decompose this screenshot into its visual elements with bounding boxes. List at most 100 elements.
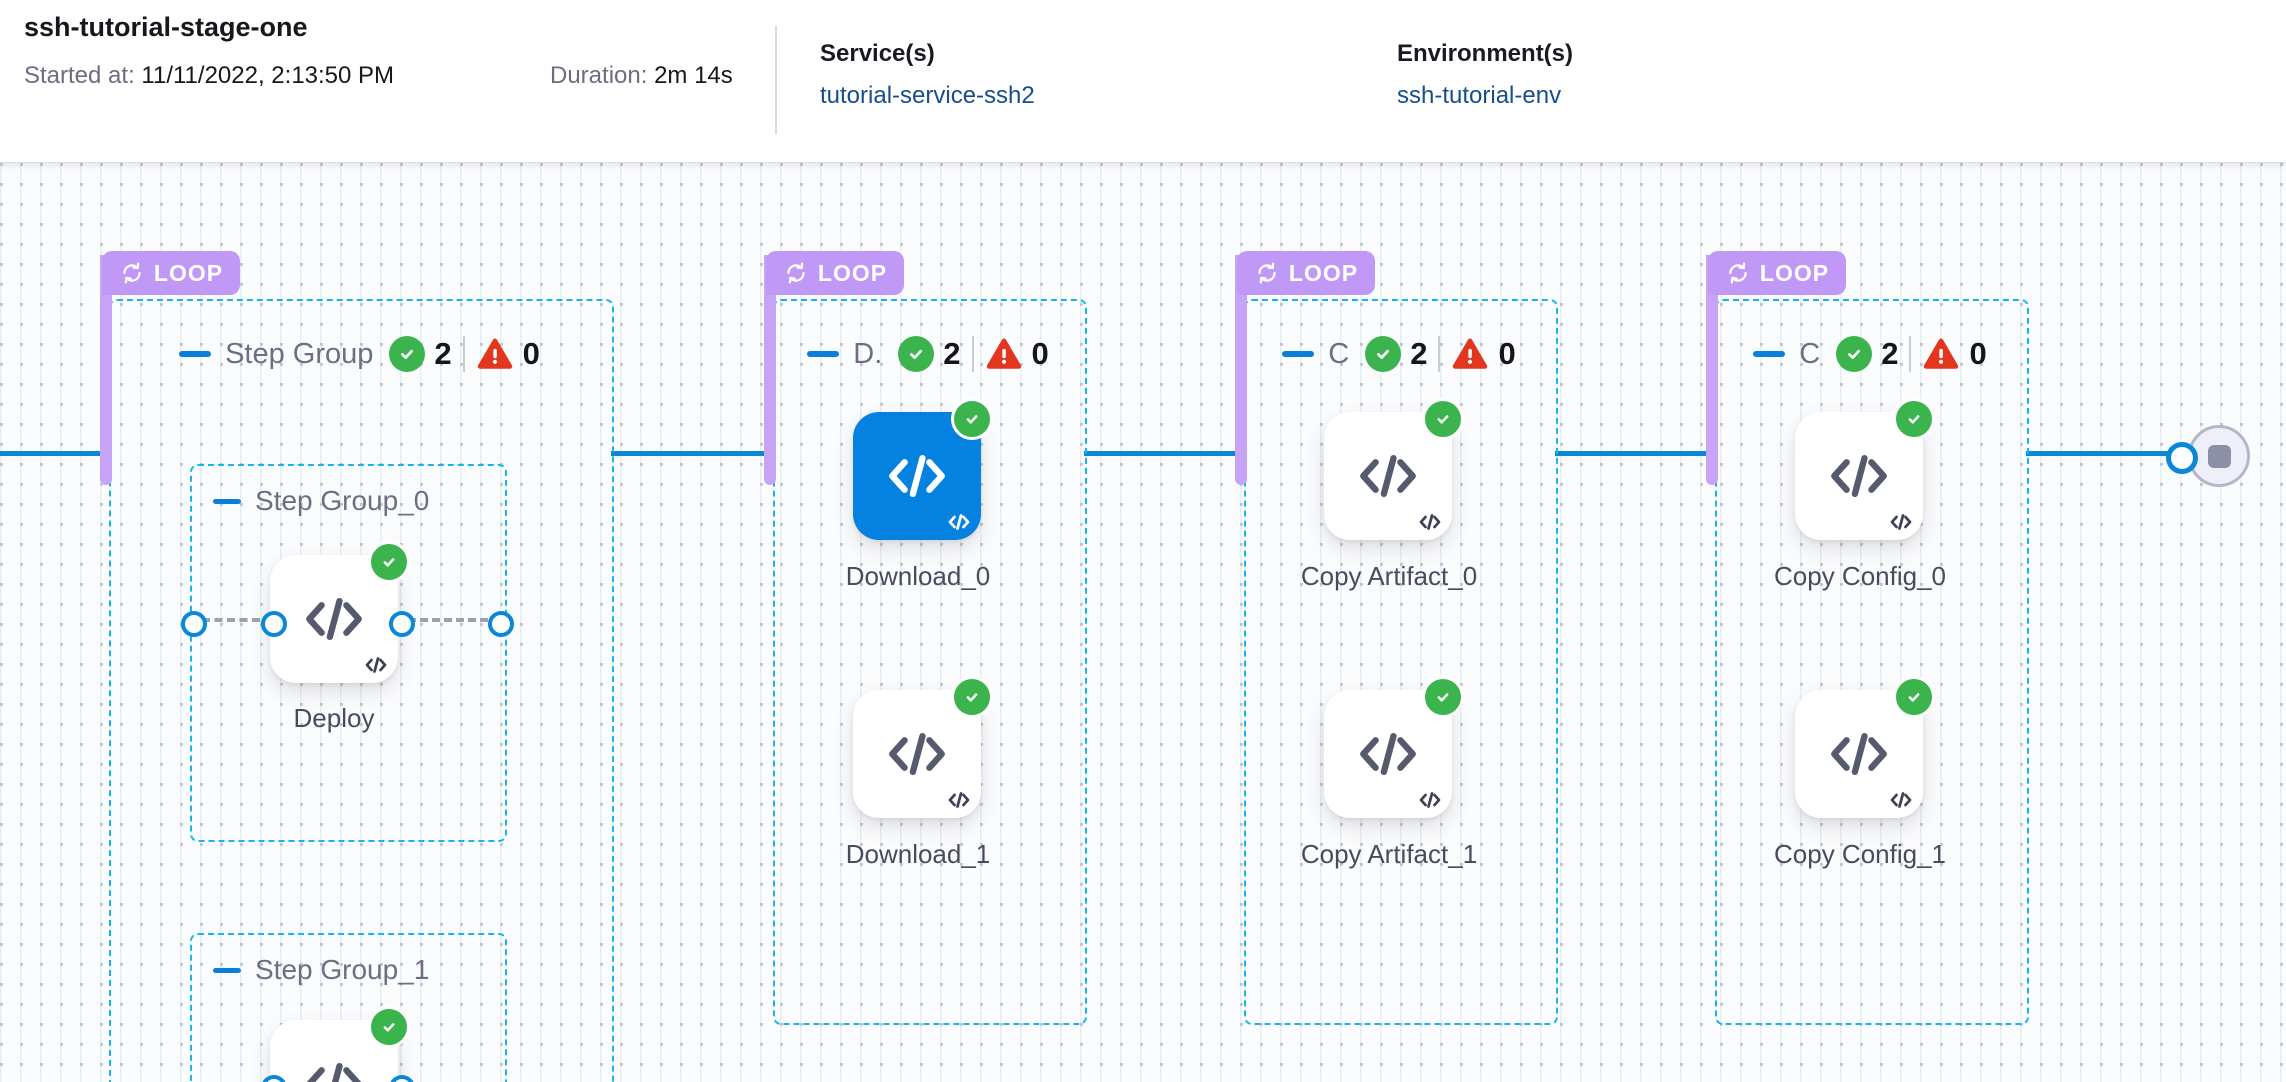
execution-line-segment bbox=[1084, 451, 1236, 456]
loop-strip bbox=[764, 255, 776, 485]
step-group-title: C bbox=[1328, 337, 1350, 370]
success-count: 2 bbox=[434, 336, 452, 371]
loop-strip bbox=[1706, 255, 1718, 485]
step-label: Copy Config_1 bbox=[1774, 839, 1946, 869]
step-card-copy-artifact-0[interactable] bbox=[1324, 398, 1464, 540]
success-badge bbox=[368, 541, 410, 583]
code-icon-small bbox=[1419, 792, 1441, 808]
success-badge bbox=[1893, 398, 1935, 440]
code-icon bbox=[1831, 454, 1887, 498]
failed-count: 0 bbox=[522, 336, 540, 371]
code-icon-small bbox=[1890, 514, 1912, 530]
success-badge bbox=[1422, 398, 1464, 440]
code-icon-small bbox=[365, 657, 387, 673]
environments-label: Environment(s) bbox=[1397, 40, 1574, 67]
collapse-group-button[interactable] bbox=[213, 498, 241, 504]
step-group-header: D. 2 0 bbox=[773, 331, 1083, 377]
loop-arrows-icon bbox=[123, 262, 141, 284]
step-label: Download_1 bbox=[845, 839, 991, 869]
services-label: Service(s) bbox=[820, 40, 935, 67]
check-circle-icon bbox=[898, 336, 935, 372]
step-group-box[interactable] bbox=[109, 299, 614, 1082]
connection-port[interactable] bbox=[2166, 442, 2198, 474]
step-group-box[interactable] bbox=[1715, 299, 2029, 1025]
step-card-download-0[interactable] bbox=[853, 398, 993, 540]
step-card[interactable] bbox=[270, 1006, 410, 1082]
step-group-box[interactable] bbox=[1244, 299, 1558, 1025]
execution-line-segment bbox=[1555, 451, 1707, 456]
loop-badge[interactable]: LOOP bbox=[1708, 251, 1846, 295]
check-circle-icon bbox=[389, 336, 426, 372]
collapse-group-button[interactable] bbox=[1753, 351, 1786, 357]
connection-port[interactable] bbox=[181, 611, 207, 637]
loop-badge-label: LOOP bbox=[1759, 259, 1830, 286]
stop-square-icon bbox=[2207, 444, 2231, 468]
step-group-header: C 2 0 bbox=[1244, 331, 1554, 377]
success-count: 2 bbox=[943, 336, 961, 371]
success-badge bbox=[951, 398, 993, 440]
step-card-copy-config-0[interactable] bbox=[1795, 398, 1935, 540]
stage-end-node[interactable] bbox=[2188, 425, 2250, 487]
step-label: Deploy bbox=[293, 703, 375, 733]
step-group-title: Step Group bbox=[225, 337, 374, 370]
loop-badge[interactable]: LOOP bbox=[766, 251, 904, 295]
failed-count: 0 bbox=[1498, 336, 1516, 371]
service-link[interactable]: tutorial-service-ssh2 bbox=[820, 82, 1035, 109]
header-divider bbox=[775, 26, 777, 134]
execution-line-segment bbox=[611, 451, 765, 456]
inner-group-header: Step Group_1 bbox=[213, 954, 429, 986]
step-label: Copy Config_0 bbox=[1774, 561, 1946, 591]
step-group-header: Step Group 2 0 bbox=[109, 331, 610, 377]
success-badge bbox=[951, 676, 993, 718]
step-group-title: D. bbox=[853, 337, 883, 370]
step-card-copy-config-1[interactable] bbox=[1795, 676, 1935, 818]
check-circle-icon bbox=[1365, 336, 1402, 372]
success-count: 2 bbox=[1881, 336, 1899, 371]
check-circle-icon bbox=[1836, 336, 1873, 372]
duration: Duration: 2m 14s bbox=[550, 62, 733, 90]
count-divider bbox=[1909, 336, 1912, 372]
code-icon-small bbox=[948, 514, 970, 530]
execution-header: ssh-tutorial-stage-one Started at: 11/11… bbox=[0, 0, 2286, 163]
collapse-group-button[interactable] bbox=[179, 351, 212, 357]
collapse-group-button[interactable] bbox=[1282, 351, 1315, 357]
collapse-group-button[interactable] bbox=[807, 351, 840, 357]
started-at-value: 11/11/2022, 2:13:50 PM bbox=[141, 62, 395, 89]
inner-step-group-box[interactable] bbox=[190, 464, 507, 842]
step-group-box[interactable] bbox=[773, 299, 1087, 1025]
step-card-deploy[interactable] bbox=[270, 541, 410, 683]
duration-label: Duration: bbox=[550, 62, 648, 89]
collapse-group-button[interactable] bbox=[213, 967, 241, 973]
step-card-download-1[interactable] bbox=[853, 676, 993, 818]
step-connector bbox=[408, 618, 488, 622]
code-icon bbox=[889, 454, 945, 498]
loop-badge-label: LOOP bbox=[1288, 259, 1359, 286]
code-icon bbox=[306, 1062, 362, 1082]
page-title: ssh-tutorial-stage-one bbox=[24, 12, 308, 42]
code-icon bbox=[306, 597, 362, 641]
loop-strip bbox=[1235, 255, 1247, 485]
inner-step-group-box[interactable] bbox=[190, 933, 507, 1082]
code-icon-small bbox=[948, 792, 970, 808]
code-icon bbox=[889, 732, 945, 776]
count-divider bbox=[462, 336, 465, 372]
loop-badge[interactable]: LOOP bbox=[102, 251, 240, 295]
pipeline-graph-canvas[interactable]: LOOP Step Group 2 0 Step Group_0 bbox=[0, 163, 2286, 1082]
code-icon bbox=[1831, 732, 1887, 776]
step-card-copy-artifact-1[interactable] bbox=[1324, 676, 1464, 818]
success-badge bbox=[1422, 676, 1464, 718]
connection-port[interactable] bbox=[261, 611, 287, 637]
success-count: 2 bbox=[1410, 336, 1428, 371]
loop-badge-label: LOOP bbox=[817, 259, 888, 286]
connection-port[interactable] bbox=[488, 611, 514, 637]
loop-badge[interactable]: LOOP bbox=[1237, 251, 1375, 295]
code-icon-small bbox=[1419, 514, 1441, 530]
code-icon-small bbox=[1890, 792, 1912, 808]
warning-triangle-icon bbox=[1924, 338, 1959, 369]
count-divider bbox=[1438, 336, 1441, 372]
count-divider bbox=[971, 336, 974, 372]
environment-link[interactable]: ssh-tutorial-env bbox=[1397, 82, 1562, 109]
connection-port[interactable] bbox=[389, 611, 415, 637]
warning-triangle-icon bbox=[986, 338, 1021, 369]
environments-block: Environment(s) ssh-tutorial-env bbox=[1397, 40, 1573, 110]
